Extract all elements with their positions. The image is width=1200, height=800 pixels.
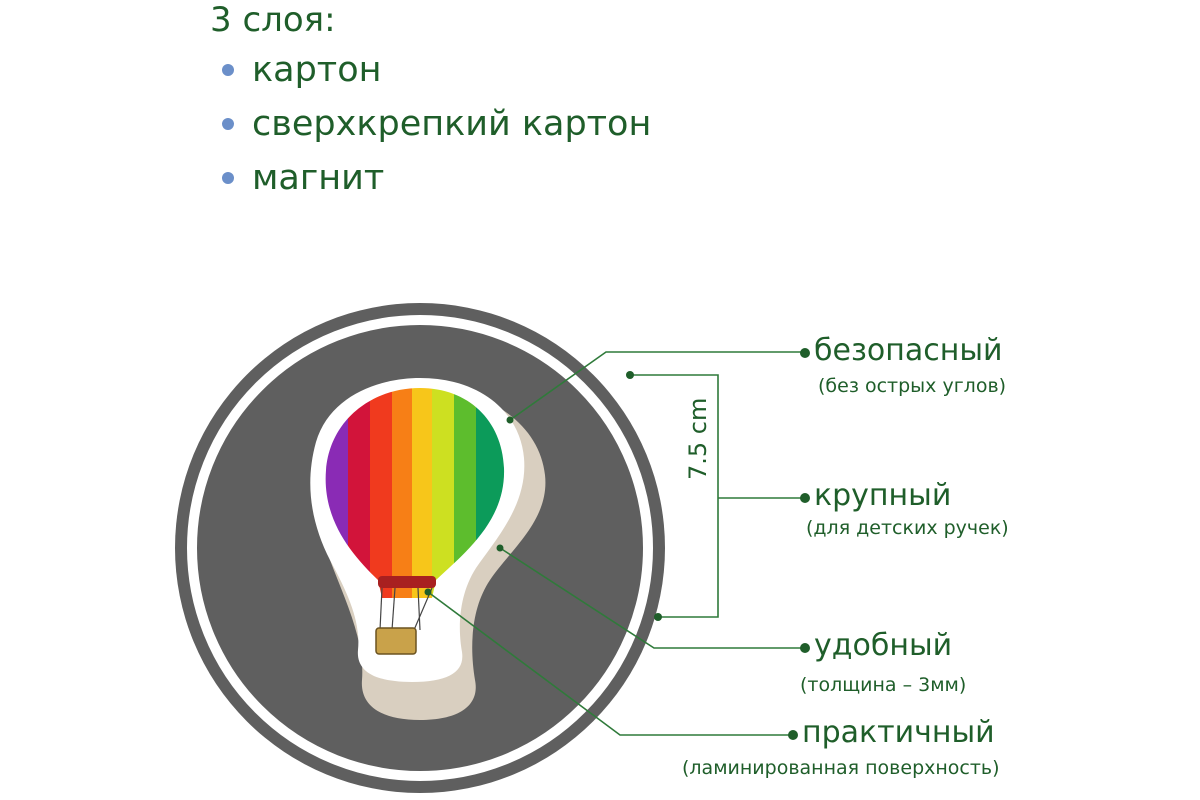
feature-convenient-desc: (толщина – 3мм) [800,673,966,697]
feature-safe-desc: (без острых углов) [818,374,1006,398]
balloon-ropes [379,587,433,631]
leader-dot [496,544,504,552]
feature-desc: (для детских ручек) [806,517,1009,539]
feature-bullet-icon [800,493,810,503]
layer-label: сверхкрепкий картон [252,104,652,144]
bullet-icon [222,118,234,130]
feature-bullet-icon [800,348,810,358]
leader-dot [506,416,514,424]
balloon-basket [375,627,417,655]
feature-large-desc: (для детских ручек) [806,516,1009,540]
dimension-bracket [630,374,719,618]
layer-item-magnet: магнит [222,156,651,210]
bullet-icon [222,64,234,76]
feature-bullet-icon [788,730,798,740]
dimension-label: 7.5 cm [684,397,712,480]
layer-label: картон [252,50,382,90]
feature-safe: безопасный [814,334,1003,368]
leader-dot [626,371,634,379]
white-ring [187,315,653,781]
feature-large: крупный [814,479,951,513]
leader-dot [424,588,432,596]
feature-name: удобный [814,628,953,663]
leader-practical [427,591,793,736]
leader-lines [427,351,805,736]
feature-desc: (ламинированная поверхность) [682,757,1000,779]
leader-dot [654,613,662,621]
layer-item-cardboard: картон [222,48,651,102]
bullet-icon [222,172,234,184]
balloon-rim [378,576,436,588]
layers-list: картон сверхкрепкий картон магнит [222,48,651,210]
feature-desc: (толщина – 3мм) [800,674,967,696]
feature-name: практичный [802,715,995,750]
feature-practical: практичный [802,716,995,750]
feature-convenient: удобный [814,629,952,663]
leader-safe [509,351,805,421]
layer-label: магнит [252,158,385,198]
feature-name: безопасный [814,333,1003,368]
leader-convenient [499,547,805,649]
feature-desc: (без острых углов) [818,375,1007,397]
feature-practical-desc: (ламинированная поверхность) [682,756,1000,780]
feature-bullet-icon [800,643,810,653]
layers-title: 3 слоя: [210,0,336,40]
layer-item-strong-cardboard: сверхкрепкий картон [222,102,651,156]
feature-name: крупный [814,478,952,513]
